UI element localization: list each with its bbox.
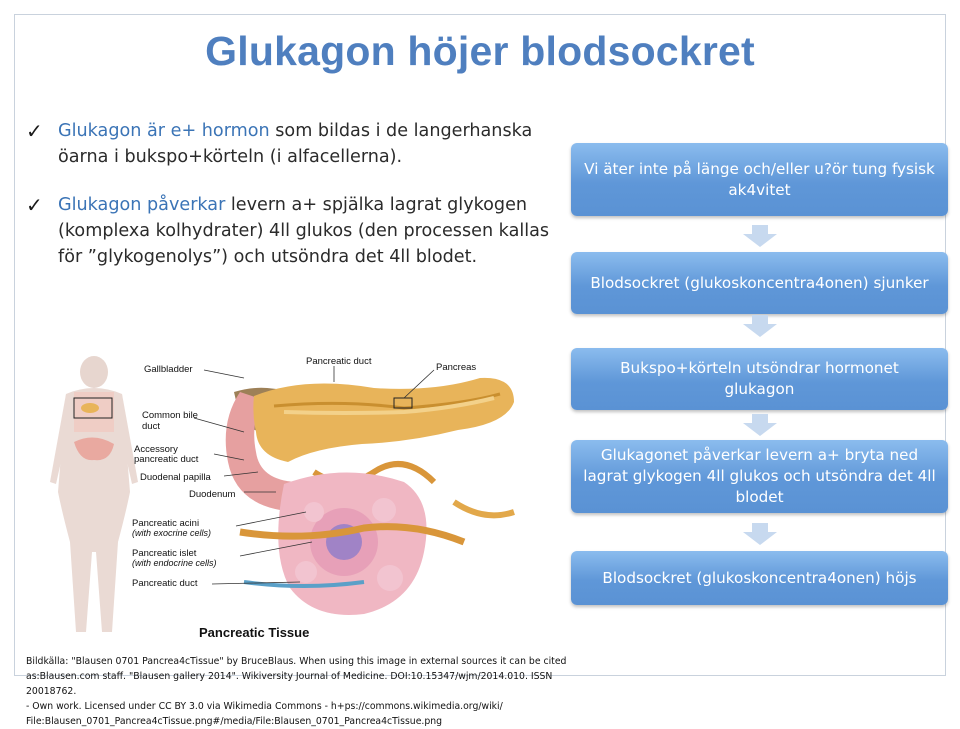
down-arrow-icon bbox=[743, 523, 777, 545]
label-accessory-duct: pancreatic duct bbox=[134, 454, 199, 465]
bullet-highlight: Glukagon är e+ hormon bbox=[58, 121, 270, 141]
figure-title: Pancreatic Tissue bbox=[199, 625, 309, 640]
body-figure-icon bbox=[50, 356, 138, 632]
flow-step: Bukspo+körteln utsöndrar hormonet glukag… bbox=[571, 348, 948, 410]
flow-step: Blodsockret (glukoskoncentra4onen) sjunk… bbox=[571, 252, 948, 314]
credit-line: Bildkälla: "Blausen 0701 Pancrea4cTissue… bbox=[26, 656, 567, 667]
bullet-text: levern a+ spjälka lagrat glykogen (kompl… bbox=[58, 195, 550, 267]
pancreas-illustration: Gallbladder Pancreatic duct Pancreas Com… bbox=[50, 356, 515, 640]
checkmark-icon: ✓ bbox=[26, 193, 43, 217]
down-arrow-icon bbox=[743, 414, 777, 436]
slide-frame bbox=[14, 14, 946, 676]
label-pancreatic-acini-sub: (with exocrine cells) bbox=[132, 528, 211, 538]
label-gallbladder: Gallbladder bbox=[144, 364, 193, 375]
credit-line: - Own work. Licensed under CC BY 3.0 via… bbox=[26, 701, 503, 712]
flow-step: Blodsockret (glukoskoncentra4onen) höjs bbox=[571, 551, 948, 605]
down-arrow-icon bbox=[743, 225, 777, 247]
label-pancreatic-acini: Pancreatic acini bbox=[132, 518, 199, 529]
label-common-bile-duct: duct bbox=[142, 421, 160, 432]
bullet-item: ✓ Glukagon påverkar levern a+ spjälka la… bbox=[26, 192, 566, 270]
flow-step: Glukagonet påverkar levern a+ bryta ned … bbox=[571, 440, 948, 513]
image-credit: Bildkälla: "Blausen 0701 Pancrea4cTissue… bbox=[26, 654, 586, 729]
down-arrow-icon bbox=[743, 315, 777, 337]
label-pancreatic-duct: Pancreatic duct bbox=[306, 356, 372, 367]
checkmark-icon: ✓ bbox=[26, 119, 43, 143]
label-common-bile: Common bile bbox=[142, 410, 198, 421]
slide-title: Glukagon höjer blodsockret bbox=[205, 28, 755, 74]
label-duodenal-papilla: Duodenal papilla bbox=[140, 472, 211, 483]
credit-line: File:Blausen_0701_Pancrea4cTissue.png#/m… bbox=[26, 716, 443, 727]
bullet-item: ✓ Glukagon är e+ hormon som bildas i de … bbox=[26, 118, 566, 170]
flow-step: Vi äter inte på länge och/eller u?ör tun… bbox=[571, 143, 948, 216]
label-pancreas: Pancreas bbox=[436, 362, 476, 373]
label-pancreatic-islet-sub: (with endocrine cells) bbox=[132, 558, 217, 568]
slide: Glukagon höjer blodsockret ✓ Glukagon är… bbox=[14, 14, 948, 727]
credit-line: as:Blausen.com staff. "Blausen gallery 2… bbox=[26, 671, 553, 697]
bullet-highlight: Glukagon påverkar bbox=[58, 195, 226, 215]
label-duodenum: Duodenum bbox=[189, 489, 236, 500]
label-pancreatic-islet: Pancreatic islet bbox=[132, 548, 197, 559]
bullet-text: som bildas i de langerhanska öarna i buk… bbox=[58, 121, 533, 167]
bullet-list: ✓ Glukagon är e+ hormon som bildas i de … bbox=[26, 118, 566, 292]
label-pancreatic-duct-bottom: Pancreatic duct bbox=[132, 578, 198, 589]
label-accessory: Accessory bbox=[134, 444, 178, 455]
